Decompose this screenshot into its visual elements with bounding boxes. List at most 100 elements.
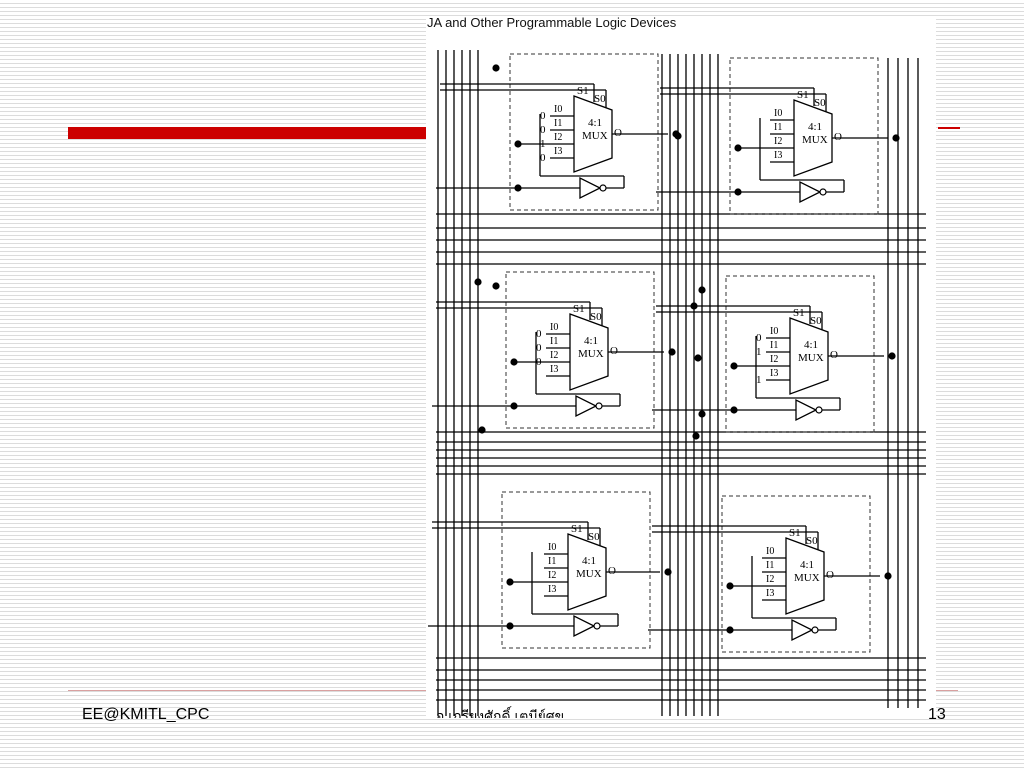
mux-ratio-label: 4:1 [584,335,598,347]
mux-input-value: 0 [540,124,546,136]
select-s0-label: S0 [810,315,822,327]
junction-dot [510,358,518,366]
title-accent-bar [68,127,428,139]
select-s1-label: S1 [789,527,801,539]
mux-output-label: O [608,565,616,577]
slide-number: 13 [928,706,946,719]
logic-cell-boundary [509,53,659,211]
mux-label: MUX [576,568,602,580]
junction-dot [694,354,702,362]
inverter-bubble [819,188,827,196]
mux-ratio-label: 4:1 [804,339,818,351]
mux-input-value: 1 [756,374,762,386]
title-accent-bar-right [938,127,960,129]
mux-input-label: I2 [548,570,556,581]
junction-dot [690,302,698,310]
mux-4to1 [789,317,829,395]
junction-dot [892,134,900,142]
junction-dot [726,626,734,634]
junction-dot [698,410,706,418]
inverter-bubble [599,184,607,192]
mux-4to1 [569,313,609,391]
mux-input-label: I3 [554,146,562,157]
mux-4to1 [567,533,607,611]
select-s1-label: S1 [571,523,583,535]
mux-input-value: 1 [756,346,762,358]
mux-ratio-label: 4:1 [808,121,822,133]
mux-ratio-label: 4:1 [800,559,814,571]
mux-label: MUX [794,572,820,584]
mux-label: MUX [582,130,608,142]
mux-input-label: I1 [774,122,782,133]
junction-dot [692,432,700,440]
mux-ratio-label: 4:1 [588,117,602,129]
mux-input-value: 0 [540,152,546,164]
select-s1-label: S1 [793,307,805,319]
mux-input-label: I1 [766,560,774,571]
footer-author: อ.เกรียงศักดิ์ เตมีย์ศุข [436,708,565,718]
mux-4to1 [785,537,825,615]
select-s0-label: S0 [590,311,602,323]
junction-dot [514,184,522,192]
mux-output-label: O [834,131,842,143]
mux-input-label: I0 [548,542,556,553]
mux-input-label: I2 [774,136,782,147]
mux-input-label: I3 [770,368,778,379]
logic-cell-boundary [501,491,651,649]
inverter-bubble [593,622,601,630]
figure-caption: JA and Other Programmable Logic Devices [427,15,677,30]
junction-dot [698,286,706,294]
junction-dot [668,348,676,356]
select-s1-label: S1 [577,85,589,97]
junction-dot [734,188,742,196]
junction-dot [730,406,738,414]
mux-ratio-label: 4:1 [582,555,596,567]
inverter-gate [575,394,598,418]
mux-input-value: 0 [756,332,762,344]
mux-input-label: I2 [554,132,562,143]
mux-label: MUX [578,348,604,360]
logic-cell-boundary [505,271,655,429]
mux-input-label: I1 [550,336,558,347]
mux-input-label: I3 [550,364,558,375]
select-s1-label: S1 [797,89,809,101]
mux-input-value: 0 [540,110,546,122]
footer-course-label: EE@KMITL_CPC [82,706,210,723]
junction-dot [506,622,514,630]
mux-input-label: I0 [766,546,774,557]
select-s0-label: S0 [806,535,818,547]
mux-input-label: I3 [774,150,782,161]
mux-label: MUX [798,352,824,364]
junction-dot [510,402,518,410]
mux-input-label: I3 [766,588,774,599]
mux-input-label: I0 [770,326,778,337]
junction-dot [664,568,672,576]
junction-dot [474,278,482,286]
select-s0-label: S0 [588,531,600,543]
logic-cell-boundary [721,495,871,653]
inverter-gate [573,614,596,638]
mux-4to1 [573,95,613,173]
junction-dot [884,572,892,580]
inverter-bubble [595,402,603,410]
inverter-gate [799,180,822,204]
mux-4to1 [793,99,833,177]
junction-dot [888,352,896,360]
logic-cell-boundary [725,275,875,433]
junction-dot [492,64,500,72]
select-s0-label: S0 [814,97,826,109]
inverter-gate [791,618,814,642]
mux-input-label: I2 [766,574,774,585]
junction-dot [492,282,500,290]
mux-input-label: I0 [550,322,558,333]
mux-input-label: I2 [770,354,778,365]
mux-input-value: 0 [536,342,542,354]
select-s0-label: S0 [594,93,606,105]
mux-input-value: 0 [536,328,542,340]
logic-cell-boundary [729,57,879,215]
select-s1-label: S1 [573,303,585,315]
inverter-bubble [815,406,823,414]
mux-input-label: I1 [548,556,556,567]
